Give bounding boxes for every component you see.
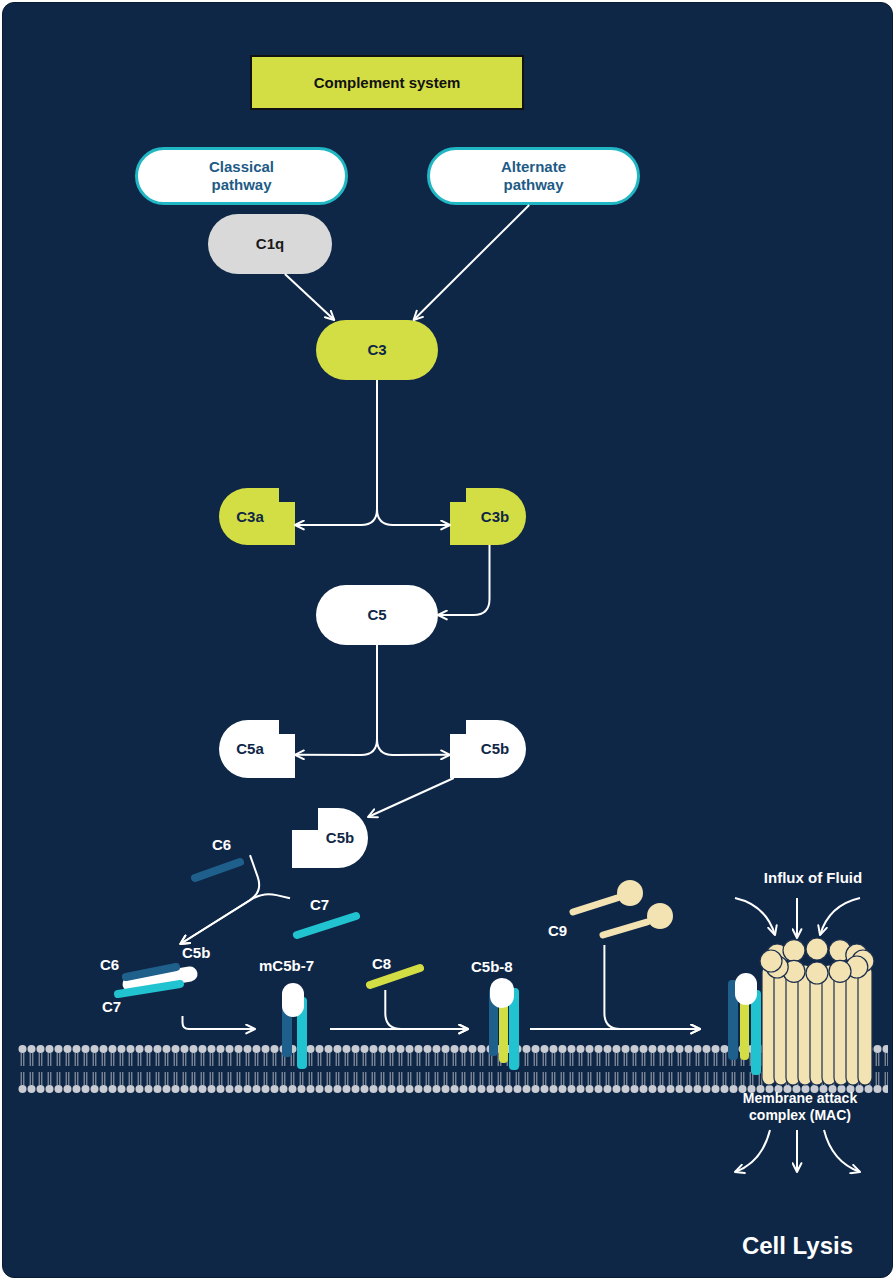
- protein-chain: C8: [362, 955, 425, 990]
- fragment-shape: C3a: [219, 488, 295, 545]
- arrow-connector: [183, 1016, 256, 1029]
- fragment-shape: C3b: [450, 488, 526, 545]
- node-text: Membrane attack complex (MAC): [715, 1090, 885, 1124]
- shape-outline: [362, 955, 425, 990]
- node-text: C3b: [481, 508, 509, 526]
- arrow-connector: [438, 545, 490, 615]
- node-text: C9: [548, 922, 567, 940]
- arrow-connector: [368, 778, 454, 817]
- arrow-connector: [180, 894, 290, 944]
- node-text: Classical pathway: [192, 158, 292, 194]
- node-text: Alternate pathway: [484, 158, 584, 194]
- title-box: Complement system: [250, 55, 524, 110]
- protein-chain: C6: [190, 836, 250, 884]
- arrow-connector: [295, 645, 377, 755]
- arrow-connector: [530, 1028, 700, 1030]
- node-text: C6: [212, 836, 231, 854]
- pathway-box: Alternate pathway: [427, 147, 640, 205]
- pathway-box: Classical pathway: [135, 147, 348, 205]
- protein-complex: C6 C5bC7: [100, 944, 210, 1016]
- arrow-connector: [330, 1028, 468, 1030]
- lysis-arrows: [735, 1130, 860, 1172]
- fluid-arrows: [735, 898, 860, 938]
- arrow-connector: [295, 380, 377, 525]
- diagram-title: Complement system: [314, 74, 461, 91]
- node-text: C5b-8: [471, 958, 513, 976]
- membrane-attack-complex: Membrane attack complex (MAC): [700, 935, 885, 1125]
- node-text: C1q: [256, 235, 284, 253]
- protein-molecules: C9: [545, 872, 680, 945]
- node-text: C7: [102, 998, 121, 1016]
- node-text: C5: [367, 606, 386, 624]
- arrow-connector: [414, 205, 530, 320]
- protein-box: C1q: [208, 214, 332, 274]
- annotation-label: Influx of Fluid: [738, 868, 888, 887]
- membrane-complex: C5b-8: [468, 958, 530, 1072]
- node-text: C7: [310, 896, 329, 914]
- protein-box: C3: [316, 320, 438, 380]
- shape-outline: [468, 958, 530, 1072]
- arrow-connector: [377, 380, 450, 525]
- fragment-shape: C5b: [450, 720, 526, 778]
- node-text: C5b: [326, 829, 354, 847]
- node-text: C3: [367, 341, 386, 359]
- node-text: C6: [100, 956, 119, 974]
- node-text: C8: [372, 955, 391, 973]
- arrow-connector: [377, 645, 450, 755]
- protein-box: C5: [316, 585, 438, 645]
- fragment-shape: C5b: [292, 808, 368, 868]
- protein-chain: C7: [290, 896, 362, 942]
- arrow-connector: [604, 945, 700, 1029]
- arrow-connector: [385, 990, 468, 1029]
- membrane-complex: mC5b-7: [255, 955, 330, 1075]
- node-text: C5b: [182, 944, 210, 962]
- fragment-shape: C5a: [219, 720, 295, 778]
- node-text: C5b: [481, 740, 509, 758]
- node-text: mC5b-7: [259, 957, 314, 975]
- outcome-label: Cell Lysis: [700, 1232, 895, 1260]
- arrow-connector: [285, 274, 334, 320]
- node-text: C5a: [236, 740, 264, 758]
- node-text: C3a: [236, 508, 264, 526]
- arrow-connector: [180, 855, 259, 944]
